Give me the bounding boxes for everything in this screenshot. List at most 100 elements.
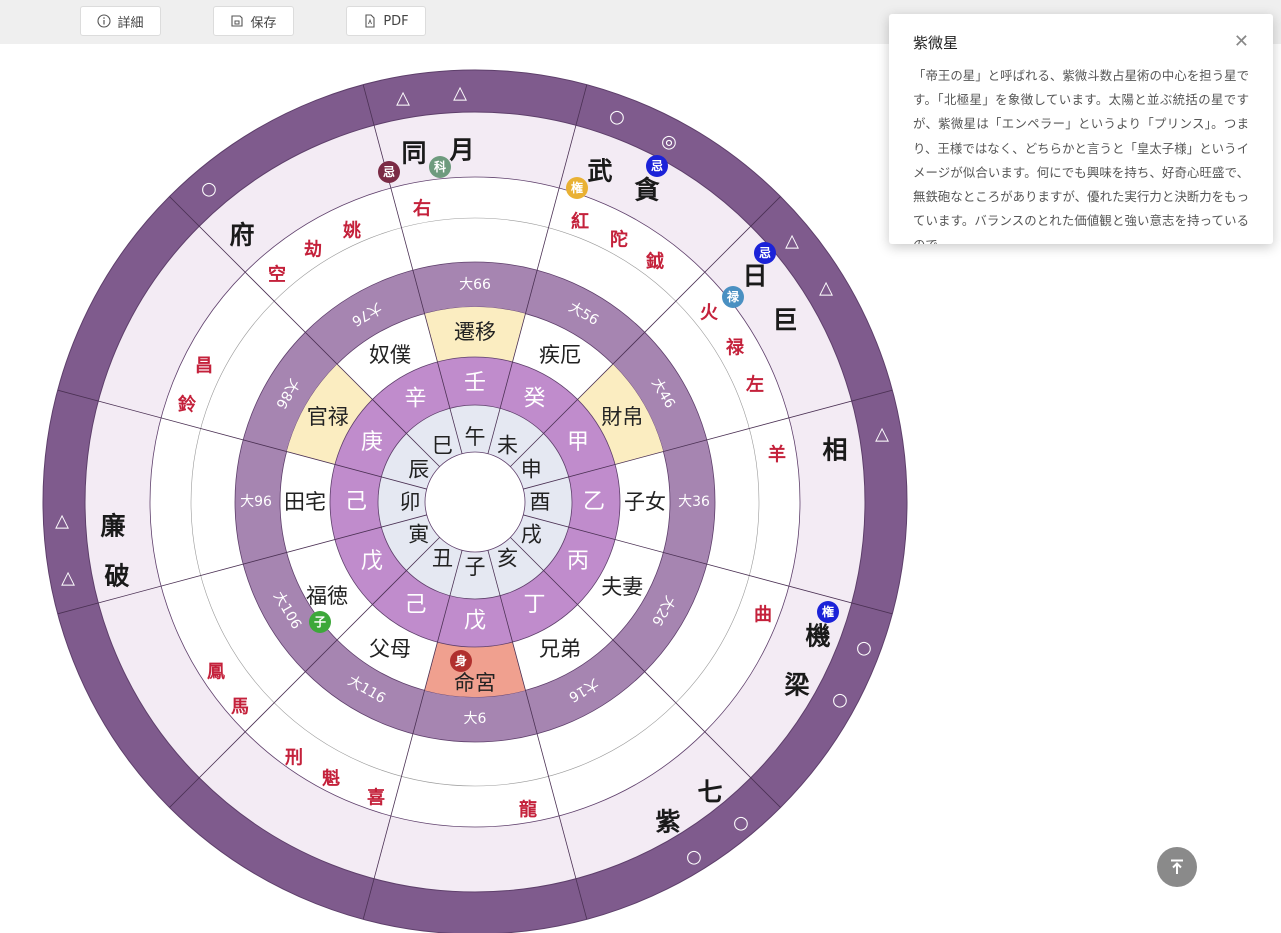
major-star: 梁: [783, 671, 809, 700]
brightness-mark: △: [819, 278, 833, 299]
major-star: 武: [587, 157, 612, 186]
close-icon[interactable]: ✕: [1233, 31, 1249, 52]
branch-label: 巳: [432, 434, 453, 458]
save-button[interactable]: 保存: [213, 6, 294, 36]
minor-star: 昌: [195, 356, 213, 377]
palace-label: 官禄: [307, 405, 349, 429]
brightness-mark: ○: [733, 813, 749, 834]
transform-badge-label: 忌: [759, 245, 771, 260]
transform-badge: [566, 177, 588, 199]
transform-badge: [722, 286, 744, 308]
minor-star: 陀: [610, 229, 628, 251]
minor-star-divider: [190, 217, 760, 787]
branch-label: 子: [465, 555, 486, 579]
palace-label: 夫妻: [601, 575, 643, 599]
pdf-button[interactable]: PDF: [346, 6, 426, 36]
brightness-mark: △: [61, 568, 75, 589]
brightness-mark: △: [453, 83, 467, 104]
major-star: 貪: [634, 176, 660, 205]
details-button[interactable]: 詳細: [80, 6, 161, 36]
daigen-label: 大36: [678, 494, 710, 510]
branch-label: 辰: [408, 458, 429, 482]
palace-label: 疾厄: [539, 343, 581, 367]
minor-star: 魁: [322, 768, 340, 790]
daigen-label: 大96: [240, 494, 272, 510]
sector-divider: [510, 196, 781, 467]
palace-badge-label: 子: [314, 615, 326, 629]
sector-divider: [510, 537, 781, 808]
minor-star: 姚: [342, 220, 361, 242]
transform-badge-label: 禄: [727, 289, 740, 304]
minor-star: 羊: [768, 444, 786, 466]
palace-label: 子女: [624, 490, 666, 514]
major-star: 七: [697, 778, 722, 807]
palace-label: 兄弟: [539, 637, 581, 661]
scroll-to-top-button[interactable]: [1157, 847, 1197, 887]
brightness-mark: ○: [201, 179, 217, 200]
minor-star: 曲: [754, 605, 772, 626]
major-star: 紫: [655, 808, 680, 837]
stem-label: 乙: [583, 490, 605, 515]
transform-badge: [754, 242, 776, 264]
major-star: 同: [401, 139, 426, 168]
transform-badge: [429, 156, 451, 178]
palace-highlight-命宮: [424, 642, 526, 697]
brightness-mark: ○: [832, 690, 848, 711]
transform-badge-label: 権: [571, 180, 583, 195]
center-circle: [424, 451, 526, 553]
sector-divider: [362, 550, 463, 920]
palace-badge-label: 身: [455, 653, 467, 668]
palace-label: 遷移: [454, 320, 496, 344]
branch-label: 寅: [408, 523, 429, 547]
minor-star: 龍: [519, 799, 537, 821]
sector-divider: [57, 514, 427, 615]
brightness-mark: △: [55, 511, 69, 532]
minor-star: 右: [413, 198, 431, 220]
brightness-mark: ○: [686, 847, 702, 868]
branch-label: 酉: [530, 490, 551, 514]
minor-star: 劫: [304, 240, 322, 261]
major-star: 巨: [772, 306, 797, 335]
stem-label: 辛: [404, 386, 426, 411]
details-label: 詳細: [117, 15, 144, 31]
stem-label: 癸: [523, 386, 545, 411]
palace-label: 父母: [369, 637, 411, 661]
daigen-label: 大6: [464, 711, 487, 727]
popup-body: 「帝王の星」と呼ばれる、紫微斗数占星術の中心を担う星です。「北極星」を象徴してい…: [913, 68, 1249, 244]
major-star: 日: [742, 262, 767, 291]
palace-badge: [450, 650, 472, 672]
stem-label: 己: [404, 593, 426, 618]
brightness-mark: ○: [609, 107, 625, 128]
sector-divider: [57, 389, 427, 490]
major-star: 相: [822, 436, 847, 465]
minor-star: 鈴: [178, 394, 197, 416]
minor-star: 紅: [571, 211, 589, 233]
minor-star: 喜: [367, 788, 385, 809]
info-circle-icon: [97, 14, 112, 28]
sector-divider: [169, 537, 440, 808]
stem-label: 戊: [464, 609, 486, 634]
branch-label: 未: [497, 434, 518, 458]
palace-badge: [309, 611, 331, 633]
branch-label: 申: [521, 458, 542, 482]
major-star: 機: [805, 622, 830, 651]
major-star: 府: [229, 221, 254, 250]
stem-label: 戊: [361, 549, 383, 574]
transform-badge-label: 権: [822, 604, 834, 619]
stem-label: 己: [345, 490, 367, 515]
minor-star: 馬: [231, 697, 249, 718]
transform-badge-label: 科: [434, 159, 446, 174]
sector-divider: [362, 84, 463, 454]
palace-label: 田宅: [284, 490, 326, 514]
minor-star: 左: [746, 374, 764, 396]
brightness-mark: △: [875, 424, 889, 445]
minor-star: 空: [268, 264, 286, 286]
save-label: 保存: [250, 15, 277, 31]
branch-label: 亥: [497, 546, 518, 570]
stem-label: 庚: [361, 430, 383, 455]
palace-label: 命宮: [454, 671, 496, 695]
sector-divider: [169, 196, 440, 467]
stem-label: 甲: [567, 430, 589, 455]
popup-title: 紫微星: [913, 34, 959, 52]
